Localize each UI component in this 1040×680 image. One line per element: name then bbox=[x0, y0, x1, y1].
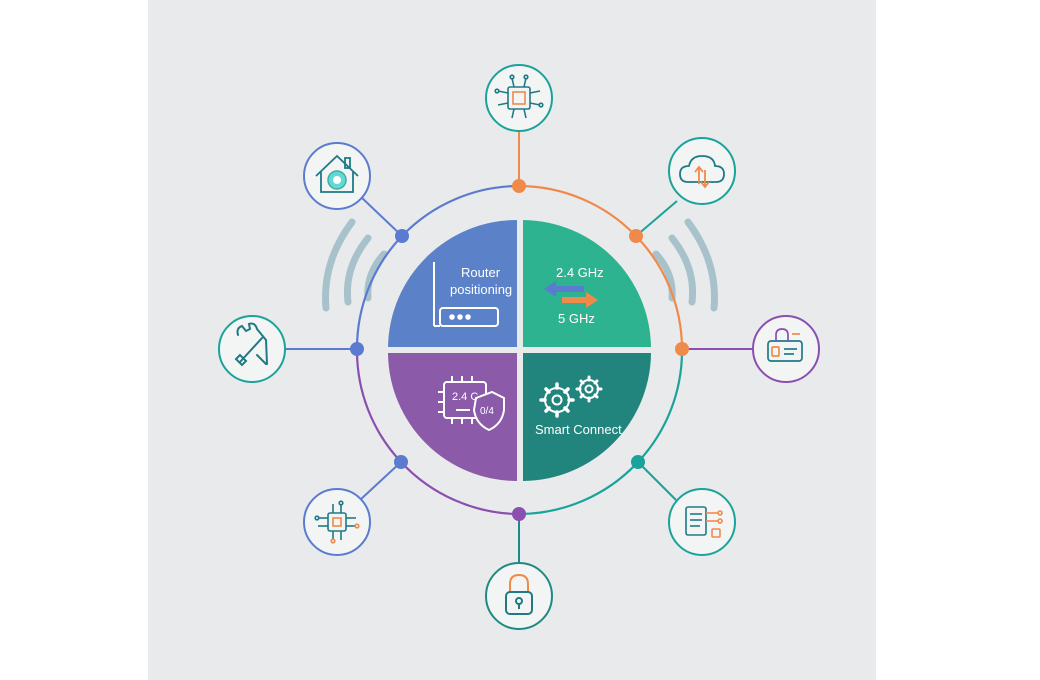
router-label-line2: positioning bbox=[450, 282, 512, 297]
chip-text: 2.4 C bbox=[452, 391, 478, 403]
router-icon bbox=[433, 262, 499, 327]
gears-icon bbox=[539, 375, 603, 418]
quadrant-bands[interactable] bbox=[523, 220, 651, 347]
band-switch-arrows-icon bbox=[544, 281, 598, 308]
checklist-node[interactable] bbox=[668, 488, 736, 556]
smart-connect-label: Smart Connect bbox=[535, 422, 622, 437]
center-quadrants bbox=[388, 220, 651, 481]
shield-badge-text: 0/4 bbox=[480, 406, 494, 417]
processor-node[interactable] bbox=[303, 488, 371, 556]
cloud-sync-icon bbox=[679, 155, 725, 189]
band-5-label: 5 GHz bbox=[558, 311, 595, 326]
home-icon bbox=[315, 154, 359, 193]
quadrant-router-positioning[interactable] bbox=[388, 220, 517, 347]
cloud-node[interactable] bbox=[668, 137, 736, 205]
outer-ring bbox=[355, 184, 684, 516]
processor-icon bbox=[314, 500, 360, 544]
quadrant-smart-connect[interactable] bbox=[523, 353, 651, 481]
chip-node[interactable] bbox=[485, 64, 553, 132]
wifi-waves-right bbox=[652, 218, 718, 312]
chip-icon bbox=[494, 74, 544, 119]
tools-icon bbox=[234, 322, 268, 367]
wifi-waves-left bbox=[322, 218, 388, 312]
device-lock-icon bbox=[767, 328, 803, 362]
checklist-icon bbox=[685, 506, 723, 538]
device-lock-node[interactable] bbox=[752, 315, 820, 383]
padlock-node[interactable] bbox=[485, 562, 553, 630]
padlock-icon bbox=[505, 573, 533, 615]
ring-dots bbox=[350, 179, 689, 521]
router-label-line1: Router bbox=[461, 265, 501, 280]
tools-node[interactable] bbox=[218, 315, 286, 383]
band-2-4-label: 2.4 GHz bbox=[556, 265, 604, 280]
home-node[interactable] bbox=[303, 142, 371, 210]
security-chip-icon bbox=[438, 376, 505, 432]
